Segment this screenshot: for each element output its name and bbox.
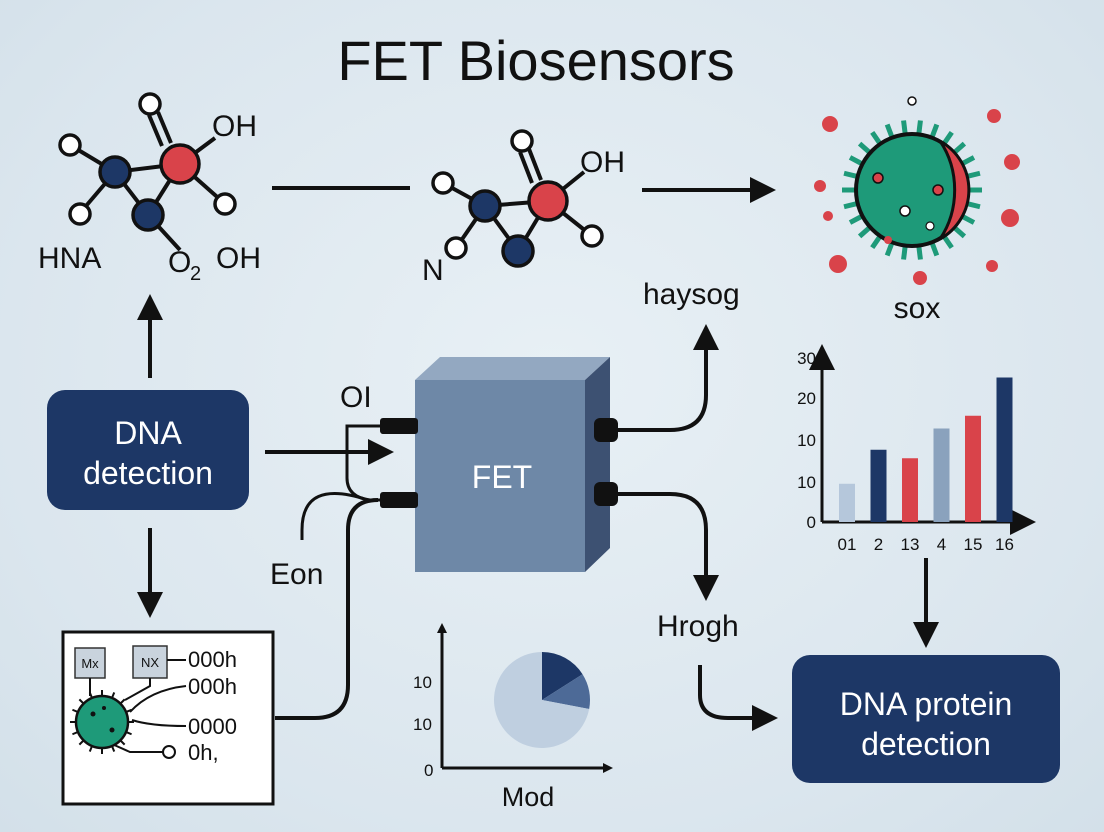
pie-slice-0 bbox=[494, 652, 590, 749]
atom-white bbox=[431, 171, 455, 195]
bar-xtick: 16 bbox=[995, 535, 1014, 554]
arrow-out-top bbox=[618, 324, 719, 432]
panel-virus-icon bbox=[70, 690, 134, 754]
dna-detection-line1: DNA bbox=[114, 415, 182, 451]
pie-ytick-2: 10 bbox=[413, 715, 432, 734]
panel-tag-nx bbox=[132, 645, 168, 679]
arrow-to-dna-protein bbox=[698, 665, 778, 731]
pie-slice-2 bbox=[542, 674, 590, 709]
panel-line-1: 000h bbox=[188, 647, 237, 672]
fet-terminal-out-top bbox=[594, 418, 618, 442]
molecule-label-oh: OH bbox=[212, 110, 257, 143]
fet-terminal-gate bbox=[380, 492, 418, 508]
atom-navy bbox=[468, 189, 502, 223]
pie-slice-1 bbox=[542, 652, 583, 700]
pie-xlabel: Mod bbox=[502, 782, 555, 812]
molecule-middle-label-oh: OH bbox=[580, 146, 625, 179]
dna-protein-line1: DNA protein bbox=[840, 686, 1013, 722]
bar-4 bbox=[933, 428, 950, 522]
panel-leader-lines bbox=[89, 659, 187, 753]
atom-navy bbox=[131, 198, 165, 232]
atom-white bbox=[510, 129, 534, 153]
bar-ytick: 30 bbox=[797, 349, 816, 368]
atom-red bbox=[527, 180, 569, 222]
bar-01 bbox=[839, 483, 855, 522]
panel-line-2: 000h bbox=[188, 674, 237, 699]
bar-xtick: 13 bbox=[901, 535, 920, 554]
dna-protein-detection-box bbox=[792, 655, 1060, 783]
atom-navy bbox=[501, 234, 535, 268]
molecule-middle-label-n: N bbox=[422, 254, 444, 287]
bar-xtick: 15 bbox=[964, 535, 983, 554]
dna-detection-line2: detection bbox=[83, 455, 213, 491]
molecule-label-o2-sub: 2 bbox=[190, 263, 201, 285]
bar-ytick: 0 bbox=[807, 513, 816, 532]
atom-white bbox=[58, 133, 82, 157]
fet-out-top-label: haysog bbox=[643, 278, 740, 311]
panel-tag-nx-label: NX bbox=[141, 655, 159, 670]
virus-label: sox bbox=[894, 292, 941, 325]
pie-ytick-3: 0 bbox=[424, 761, 433, 780]
bar-ytick: 10 bbox=[797, 431, 816, 450]
molecule-label-o2: O bbox=[168, 246, 191, 279]
bar-xtick: 01 bbox=[838, 535, 857, 554]
fet-gate-label: Eon bbox=[270, 558, 323, 591]
bar-2 bbox=[870, 449, 887, 522]
bar-ytick: 20 bbox=[797, 389, 816, 408]
atom-white bbox=[68, 202, 92, 226]
atom-white bbox=[444, 236, 468, 260]
molecule-label-oh-bottom: OH bbox=[216, 242, 261, 275]
dna-detection-box bbox=[47, 390, 249, 510]
bar-15 bbox=[965, 415, 981, 522]
fet-wires bbox=[300, 424, 380, 540]
bar-xtick: 2 bbox=[874, 535, 883, 554]
panel-node bbox=[162, 745, 176, 759]
dna-protein-line2: detection bbox=[861, 726, 991, 762]
page-title: FET Biosensors bbox=[337, 29, 734, 92]
atom-navy bbox=[98, 155, 132, 189]
fet-out-bottom-label: Hrogh bbox=[657, 610, 739, 643]
pie-chart: 10 10 0 Mod bbox=[413, 623, 613, 812]
bar-chart: 01 2 13 4 15 16 0 10 10 20 30 bbox=[797, 344, 1036, 554]
fet-terminal-out-bottom bbox=[594, 482, 618, 506]
bar-13 bbox=[902, 458, 918, 522]
fet-device bbox=[415, 357, 610, 572]
atom-white bbox=[138, 92, 162, 116]
fet-terminal-input bbox=[380, 418, 418, 434]
molecule-left-atoms bbox=[58, 92, 237, 232]
wire-panel-to-fet bbox=[275, 498, 379, 720]
panel-line-3: 0000 bbox=[188, 714, 237, 739]
arrow-out-bottom bbox=[618, 492, 719, 601]
atom-red bbox=[159, 143, 201, 185]
bar-xtick: 4 bbox=[937, 535, 946, 554]
bar-16 bbox=[996, 377, 1013, 522]
pie-ytick-1: 10 bbox=[413, 673, 432, 692]
molecule-label-hna: HNA bbox=[38, 242, 101, 275]
panel-line-4: 0h, bbox=[188, 740, 219, 765]
atom-white bbox=[580, 224, 604, 248]
panel-tag-mx-label: Mx bbox=[81, 656, 99, 671]
fet-input-label: OI bbox=[340, 381, 372, 414]
fet-label: FET bbox=[472, 459, 532, 495]
atom-white bbox=[213, 192, 237, 216]
virus-icon bbox=[814, 96, 1020, 285]
molecule-middle-atoms bbox=[431, 129, 604, 268]
bar-ytick: 10 bbox=[797, 473, 816, 492]
